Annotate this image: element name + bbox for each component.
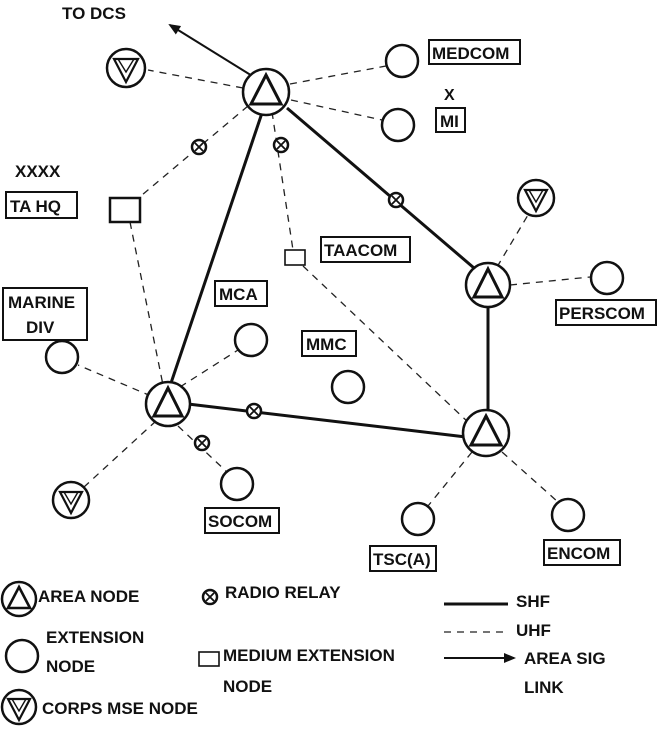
extension-node-mi-icon (380, 107, 416, 143)
corps-mse-node-icon (105, 47, 147, 89)
legend-corps-mse-node-icon (0, 688, 38, 726)
uhf-link-bottom-right-to-encom (501, 451, 559, 503)
legend-area-sig-link-label-line2: LINK (524, 678, 564, 697)
area-node-icon (144, 380, 192, 428)
medium-extension-node-icon (284, 249, 306, 266)
medcom-label: MEDCOM (432, 44, 509, 63)
uhf-link-ta-hq-to-left (129, 221, 164, 386)
uhf-link-top-to-corps-mse-top (147, 69, 244, 89)
radio-relay-icon (272, 136, 290, 154)
corps-mse-node-icon (516, 178, 556, 218)
area-sig-link-to-dcs (168, 23, 263, 83)
uhf-link-right-to-perscom (509, 276, 591, 286)
legend: AREA NODE EXTENSION NODE CORPS MSE NODE … (0, 580, 606, 726)
radio-relay-icon (387, 191, 405, 209)
uhf-link-left-to-marine-div (77, 364, 152, 397)
uhf-link-right-to-corps-mse (496, 214, 529, 268)
shf-link-top-to-right (286, 106, 475, 270)
mmc-label: MMC (306, 335, 347, 354)
legend-radio-relay-icon (201, 588, 219, 606)
legend-extension-node-icon (4, 638, 40, 674)
legend-extension-node-label-line2: NODE (46, 657, 95, 676)
to-dcs-label: TO DCS (62, 4, 126, 23)
legend-medium-extension-node-icon (198, 651, 220, 667)
uhf-link-top-to-medcom (289, 65, 387, 85)
encom-label-box (543, 539, 621, 566)
extension-node-socom-icon (219, 466, 255, 502)
uhf-link-top-to-ta-hq (135, 105, 249, 201)
shf-link-left-to-bottom-right (187, 402, 467, 439)
legend-shf-label: SHF (516, 592, 550, 611)
ta-hq-echelon-label: XXXX (15, 162, 61, 181)
legend-area-sig-link-label-line1: AREA SIG (524, 649, 606, 668)
perscom-label: PERSCOM (559, 304, 645, 323)
legend-medium-extension-node-label-line1: MEDIUM EXTENSION (223, 646, 395, 665)
legend-area-node-label: AREA NODE (38, 587, 139, 606)
encom-label: ENCOM (547, 544, 610, 563)
uhf-link-bottom-right-to-tsc (427, 451, 473, 507)
socom-label-box (204, 507, 280, 534)
legend-uhf-label: UHF (516, 621, 551, 640)
marine-div-label-line2: DIV (26, 318, 55, 337)
extension-node-mca-icon (233, 322, 269, 358)
legend-extension-node-label-line1: EXTENSION (46, 628, 144, 647)
tsc-label-box (369, 545, 437, 572)
extension-node-medcom-icon (384, 43, 420, 79)
socom-label: SOCOM (208, 512, 272, 531)
mmc-label-box (301, 330, 357, 357)
ta-hq-rectangle-icon (108, 196, 142, 224)
mi-label: MI (440, 112, 459, 131)
radio-relay-icon (193, 434, 211, 452)
marine-div-label-line1: MARINE (8, 293, 75, 312)
legend-medium-extension-node-label-line2: NODE (223, 677, 272, 696)
ta-hq-label-box (5, 191, 78, 219)
corps-mse-node-icon (51, 480, 91, 520)
mi-label-box (435, 107, 466, 133)
extension-node-mmc-icon (330, 369, 366, 405)
uhf-link-top-to-taacom (271, 111, 294, 251)
perscom-label-box (555, 299, 657, 326)
extension-node-perscom-icon (589, 260, 625, 296)
radio-relay-icon (190, 138, 208, 156)
ta-hq-label: TA HQ (10, 197, 61, 216)
radio-relay-icon (245, 402, 263, 420)
extension-node-marine-div-icon (44, 339, 80, 375)
shf-link-top-to-left (168, 109, 265, 387)
uhf-link-left-to-mca (179, 349, 239, 388)
area-node-icon (461, 408, 511, 458)
area-node-icon (464, 261, 512, 309)
mi-echelon-label: X (444, 87, 455, 104)
uhf-link-left-to-socom (177, 425, 229, 474)
uhf-link-left-to-corps-mse-bottom (83, 420, 157, 488)
legend-radio-relay-label: RADIO RELAY (225, 583, 341, 602)
extension-node-encom-icon (550, 497, 586, 533)
medcom-label-box (428, 39, 521, 65)
mca-label: MCA (219, 285, 258, 304)
taacom-label: TAACOM (324, 241, 397, 260)
area-node-icon (241, 67, 291, 117)
extension-node-tsc-icon (400, 501, 436, 537)
legend-corps-mse-node-label: CORPS MSE NODE (42, 699, 198, 718)
uhf-link-top-to-mi (290, 99, 383, 121)
taacom-label-box (320, 236, 411, 263)
marine-div-label-box (2, 287, 88, 341)
legend-area-node-icon (0, 580, 38, 618)
mca-label-box (214, 280, 268, 307)
tsc-label: TSC(A) (373, 550, 431, 569)
